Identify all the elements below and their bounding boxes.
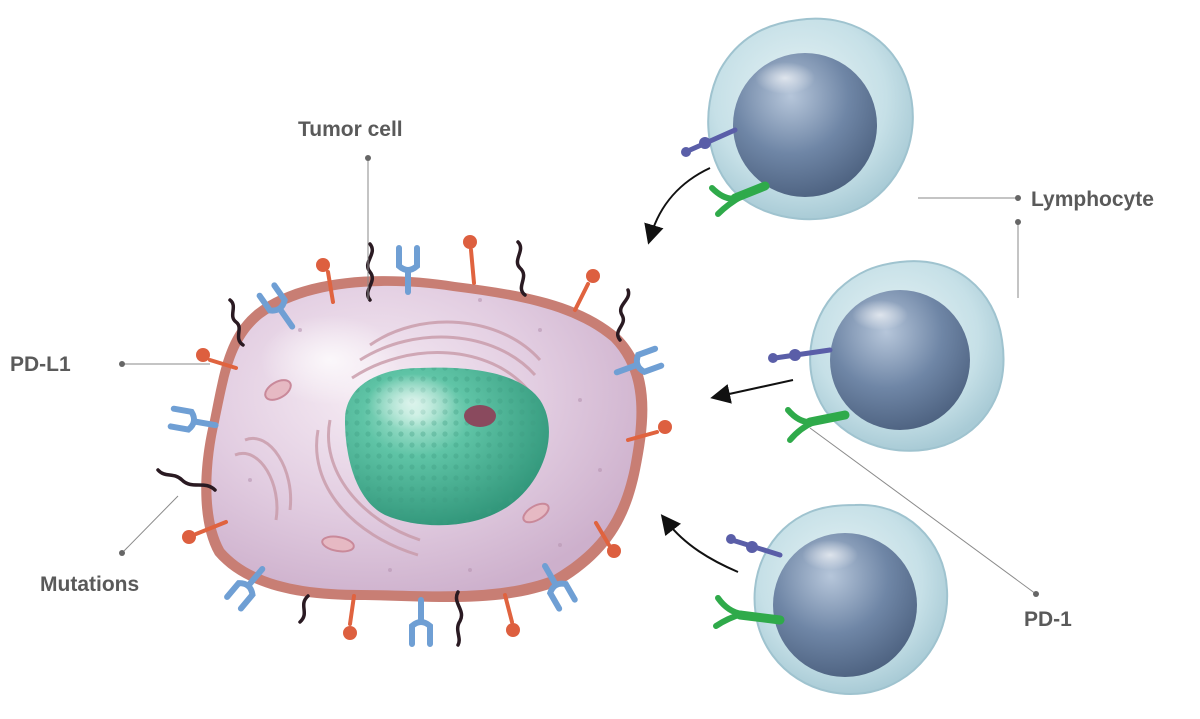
leader-dot <box>1015 195 1021 201</box>
receptor-marker <box>256 282 296 330</box>
mutations-leader <box>121 495 179 554</box>
pd-l1-label: PD-L1 <box>10 353 71 376</box>
pd-l1-marker <box>343 594 357 640</box>
pd-1-marker <box>709 181 770 217</box>
receptor-marker <box>613 345 665 376</box>
receptor-marker <box>167 405 219 433</box>
lymphocyte-antenna <box>681 127 738 157</box>
receptor-marker <box>396 245 420 295</box>
tumor-receptors <box>167 245 665 647</box>
pd-1-leader <box>809 427 1037 595</box>
leader-dot <box>1033 591 1039 597</box>
lymphocyte-shine <box>852 300 908 330</box>
lymphocyte-label: Lymphocyte <box>1031 188 1154 211</box>
curved-arrow-icon <box>710 379 794 404</box>
lymphocyte-antenna <box>726 534 783 558</box>
lymphocyte-shine <box>802 540 858 570</box>
mutation-strand <box>616 288 631 342</box>
mutation-strand <box>228 298 245 347</box>
pd-1-marker <box>713 595 785 629</box>
mitochondria <box>264 379 550 553</box>
pd-1-label: PD-1 <box>1024 608 1072 631</box>
cytoplasm-highlight <box>260 315 400 405</box>
tumor-cell-label: Tumor cell <box>298 118 403 141</box>
receptor-marker <box>542 563 578 612</box>
nucleus-highlight <box>367 374 457 430</box>
mutation-strand <box>298 594 310 624</box>
pd-l1-marker <box>573 269 600 312</box>
pd-l1-marker <box>594 521 621 558</box>
mutations-label: Mutations <box>40 573 140 596</box>
lymphocyte-antenna <box>768 347 833 363</box>
mutation-strand <box>454 590 464 647</box>
pd-l1-marker <box>626 420 672 442</box>
interaction-arrows <box>644 167 794 573</box>
leader-dot <box>119 361 125 367</box>
mutation-strand <box>156 468 217 492</box>
lymphocyte-3 <box>713 503 949 695</box>
receptor-marker <box>409 597 433 647</box>
lymphocyte-1 <box>681 17 914 221</box>
leader-dot <box>119 550 125 556</box>
leader-dot <box>1015 219 1021 225</box>
receptor-marker <box>224 566 266 612</box>
pd-l1-marker <box>316 258 335 304</box>
pd-l1-markers <box>182 235 672 640</box>
pd-l1-marker <box>182 520 228 544</box>
tumor-cell <box>201 276 648 602</box>
mutation-strand <box>515 240 527 297</box>
pd-l1-marker <box>503 593 520 637</box>
curved-arrow-icon <box>660 514 739 573</box>
leader-lines <box>119 155 1039 597</box>
nucleolus <box>464 405 496 427</box>
curved-arrow-icon <box>644 167 711 245</box>
endoplasmic-reticulum <box>234 320 542 557</box>
pd-l1-marker <box>463 235 477 285</box>
pd-l1-marker <box>196 348 238 370</box>
leader-dot <box>365 155 371 161</box>
pd-1-marker <box>785 407 850 443</box>
lymphocyte-2 <box>768 260 1005 452</box>
lymphocyte-nucleus <box>773 533 917 677</box>
lymphocyte-shine <box>755 62 815 94</box>
cytoplasm-speckles <box>248 298 602 572</box>
